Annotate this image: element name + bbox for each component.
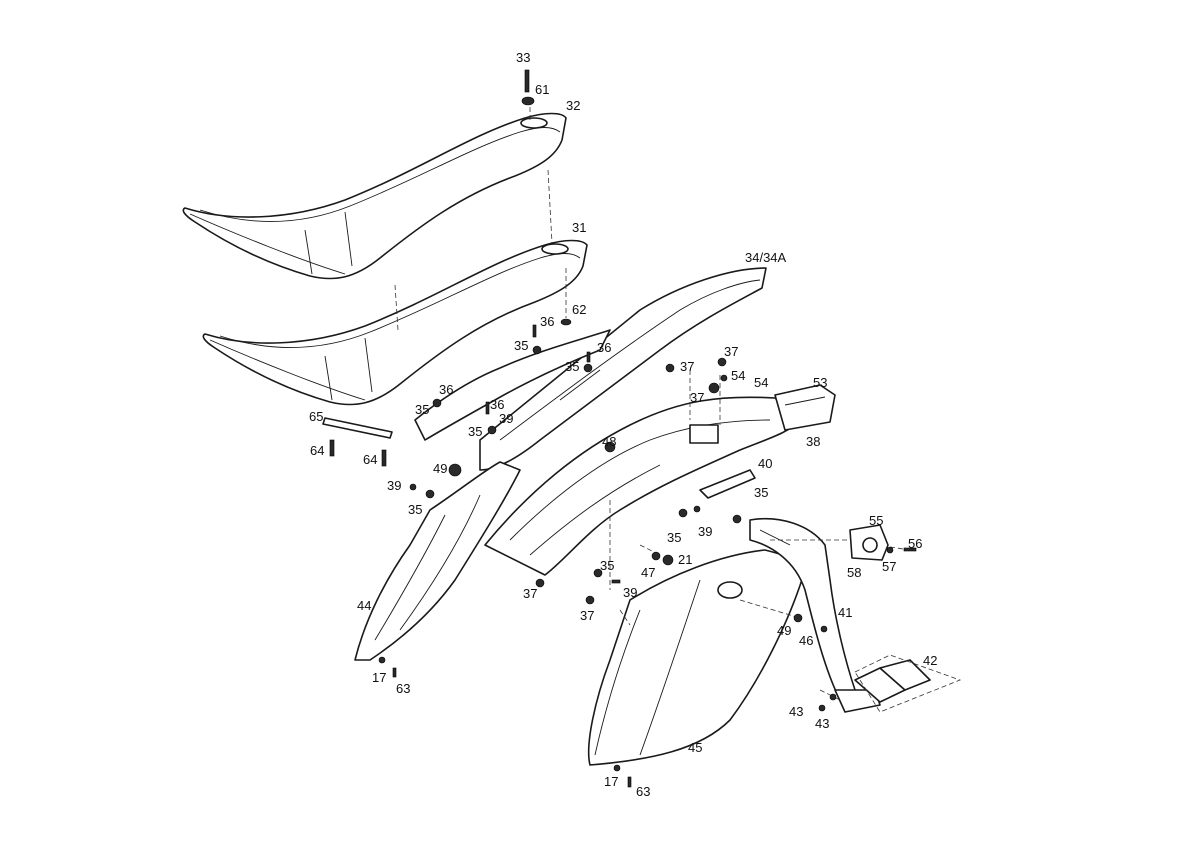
callout-49-b: 49 — [777, 623, 791, 638]
callout-47: 47 — [641, 565, 655, 580]
callout-21: 21 — [678, 552, 692, 567]
seat-32 — [182, 112, 567, 280]
tail-light-53 — [774, 384, 836, 431]
callout-43-a: 43 — [789, 704, 803, 719]
callout-37-a: 37 — [680, 359, 694, 374]
seat-31 — [202, 239, 588, 406]
callout-63-a: 63 — [396, 681, 410, 696]
callout-32: 32 — [566, 98, 580, 113]
callout-49-a: 49 — [433, 461, 447, 476]
callout-39-d: 39 — [623, 585, 637, 600]
turn-signal-55 — [849, 524, 889, 561]
callout-35-d: 35 — [468, 424, 482, 439]
callout-64-b: 64 — [363, 452, 377, 467]
callout-37-b: 37 — [724, 344, 738, 359]
callout-41: 41 — [838, 605, 852, 620]
callout-58: 58 — [847, 565, 861, 580]
callout-45: 45 — [688, 740, 702, 755]
assembly-lines — [394, 100, 911, 701]
callout-57: 57 — [882, 559, 896, 574]
callout-42: 42 — [923, 653, 937, 668]
rear-fender-45 — [587, 549, 806, 766]
callout-36-c: 36 — [439, 382, 453, 397]
callout-65: 65 — [309, 409, 323, 424]
rear-cowl-34 — [414, 267, 767, 471]
left-side-cover-44 — [354, 461, 521, 661]
callout-40: 40 — [758, 456, 772, 471]
callout-56: 56 — [908, 536, 922, 551]
callout-35-g: 35 — [667, 530, 681, 545]
callout-63-b: 63 — [636, 784, 650, 799]
callout-36-d: 36 — [490, 397, 504, 412]
callout-37-c: 37 — [690, 390, 704, 405]
callout-62: 62 — [572, 302, 586, 317]
callout-48: 48 — [602, 434, 616, 449]
callout-54-a: 54 — [731, 368, 745, 383]
callout-labels: 33 61 32 31 34/34A 62 36 35 36 35 36 35 … — [309, 50, 937, 799]
callout-17-b: 17 — [604, 774, 618, 789]
reflector-42 — [854, 654, 962, 713]
callout-43-b: 43 — [815, 716, 829, 731]
callout-61: 61 — [535, 82, 549, 97]
callout-35-c: 35 — [415, 402, 429, 417]
callout-35-b: 35 — [565, 359, 579, 374]
callout-17-a: 17 — [372, 670, 386, 685]
callout-33: 33 — [516, 50, 530, 65]
callout-35-a: 35 — [514, 338, 528, 353]
callout-34-34a: 34/34A — [745, 250, 787, 265]
callout-44: 44 — [357, 598, 371, 613]
callout-54-b: 54 — [754, 375, 768, 390]
callout-31: 31 — [572, 220, 586, 235]
callout-38: 38 — [806, 434, 820, 449]
grab-rod-65 — [322, 417, 393, 439]
callout-39-b: 39 — [387, 478, 401, 493]
callout-55: 55 — [869, 513, 883, 528]
callout-37-e: 37 — [580, 608, 594, 623]
callout-37-d: 37 — [523, 586, 537, 601]
callout-64-a: 64 — [310, 443, 324, 458]
callout-35-e: 35 — [408, 502, 422, 517]
callout-46: 46 — [799, 633, 813, 648]
callout-36-b: 36 — [597, 340, 611, 355]
callout-35-h: 35 — [600, 558, 614, 573]
callout-53: 53 — [813, 375, 827, 390]
hardware — [329, 69, 917, 788]
callout-35-f: 35 — [754, 485, 768, 500]
callout-36-a: 36 — [540, 314, 554, 329]
callout-39-a: 39 — [499, 411, 513, 426]
license-bracket-41 — [749, 517, 881, 713]
callout-39-c: 39 — [698, 524, 712, 539]
